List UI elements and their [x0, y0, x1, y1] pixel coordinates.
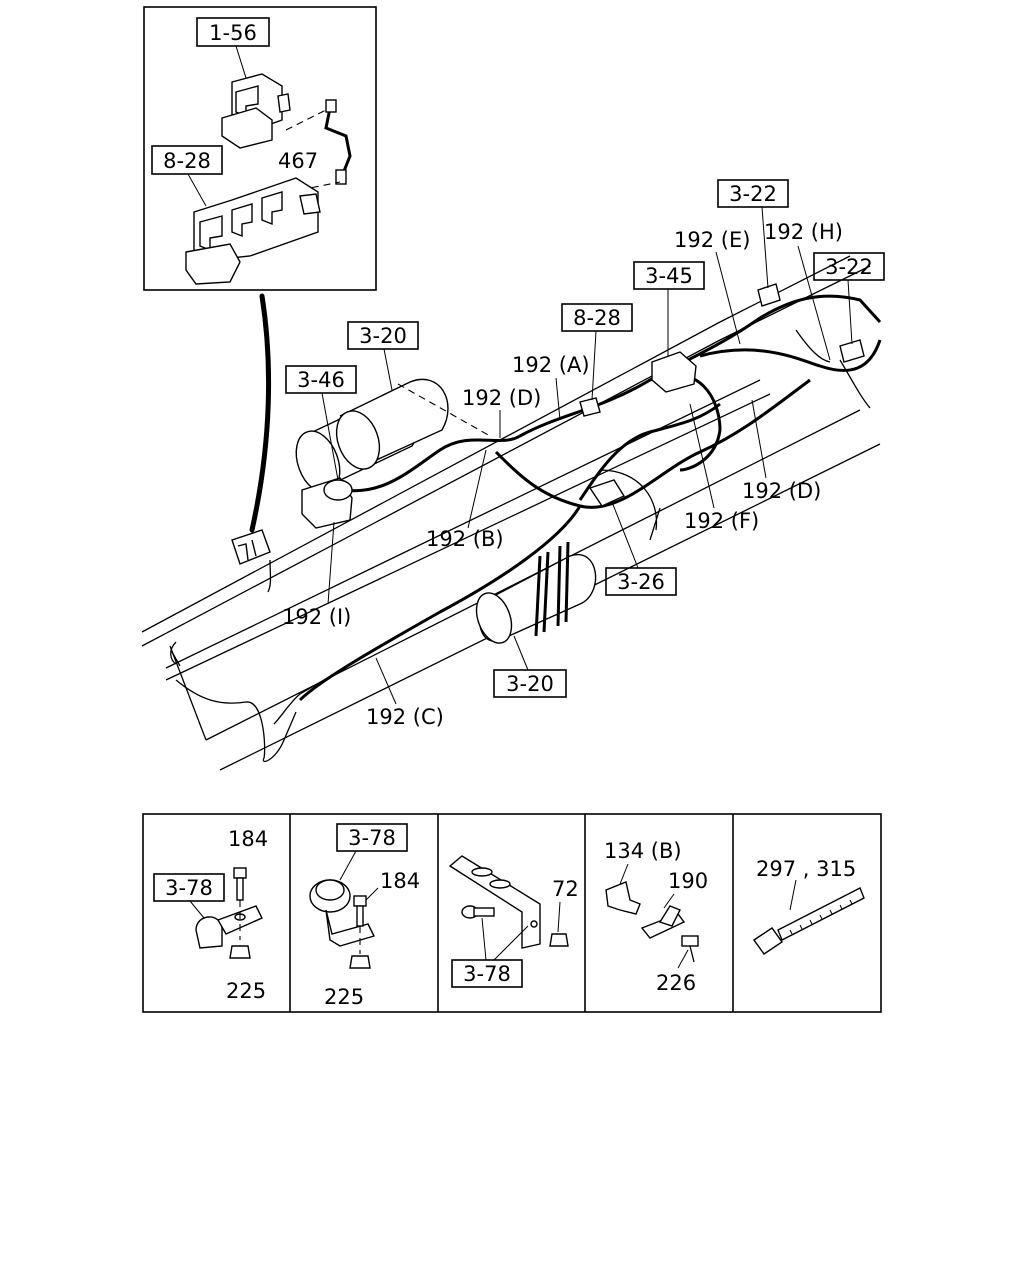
elbow-fitting-icon	[605, 881, 641, 915]
valve-triple-icon	[185, 177, 321, 285]
air-tank-lower	[475, 541, 597, 644]
label-192-i: 192 (I)	[282, 605, 351, 629]
ref-box-8-28-main[interactable]: 8-28	[561, 303, 633, 332]
clamp-icon	[195, 905, 263, 949]
ref-3-78-c-label: 3-78	[463, 962, 511, 986]
tee-fitting-icon	[640, 905, 686, 939]
bolt-3-78-c-icon	[461, 905, 495, 919]
valve-upper-icon	[221, 73, 291, 149]
label-192-d-top: 192 (D)	[462, 386, 541, 410]
label-184-a: 184	[228, 827, 268, 851]
valve-inset: 1-56 467 8-28	[143, 6, 377, 291]
ref-8-28-main-label: 8-28	[573, 306, 621, 330]
ref-box-3-20-bottom[interactable]: 3-20	[493, 669, 567, 698]
valve-3-46-icon	[301, 477, 353, 529]
ref-3-20-bottom-label: 3-20	[506, 672, 554, 696]
ref-3-45-label: 3-45	[645, 264, 693, 288]
ref-box-8-28-inset[interactable]: 8-28	[151, 145, 223, 175]
inset-leader	[249, 293, 272, 533]
ref-3-22-right-label: 3-22	[825, 255, 873, 279]
clip-8-28-icon	[579, 397, 601, 417]
parts-cell-3: 72 3-78	[448, 855, 579, 988]
ref-box-3-78-c[interactable]: 3-78	[451, 959, 523, 988]
ref-3-46-label: 3-46	[297, 368, 345, 392]
ref-box-3-45[interactable]: 3-45	[633, 261, 705, 290]
label-192-b: 192 (B)	[426, 527, 504, 551]
ref-3-26-label: 3-26	[617, 570, 665, 594]
parts-cell-2: 3-78 184 225	[309, 823, 420, 1009]
label-190: 190	[668, 869, 708, 893]
nut-225-a-icon	[229, 945, 251, 959]
inset-frame	[143, 6, 377, 291]
label-225-a: 225	[226, 979, 266, 1003]
bolt-184-a-icon	[233, 867, 247, 940]
slotted-bracket-icon	[448, 855, 541, 949]
valve-3-45-icon	[651, 351, 697, 393]
label-192-c: 192 (C)	[366, 705, 444, 729]
nut-225-b-icon	[349, 955, 371, 969]
ref-box-3-46[interactable]: 3-46	[285, 365, 357, 394]
ref-8-28-inset-label: 8-28	[163, 149, 211, 173]
ref-box-3-22-top[interactable]: 3-22	[717, 179, 789, 208]
label-192-d-right: 192 (D)	[742, 479, 821, 503]
label-192-h: 192 (H)	[764, 220, 843, 244]
label-134-b: 134 (B)	[604, 839, 682, 863]
label-72: 72	[552, 877, 579, 901]
nut-72-icon	[549, 933, 569, 947]
ref-3-78-a-label: 3-78	[165, 876, 213, 900]
pipe-467-icon	[324, 99, 352, 185]
parts-cell-1: 184 3-78 225	[153, 827, 268, 1003]
label-184-b: 184	[380, 869, 420, 893]
ref-box-3-20-top[interactable]: 3-20	[347, 321, 419, 350]
bolt-226-icon	[681, 935, 699, 963]
label-225-b: 225	[324, 985, 364, 1009]
label-467: 467	[278, 149, 318, 173]
pipe-clamp-icon	[309, 879, 376, 947]
bolt-184-b-icon	[353, 895, 367, 954]
harness-wiring	[170, 294, 882, 763]
label-226: 226	[656, 971, 696, 995]
clamp-3-22-top-icon	[757, 283, 781, 307]
cable-tie-icon	[753, 887, 865, 955]
label-192-f: 192 (F)	[684, 509, 759, 533]
ref-box-3-78-a[interactable]: 3-78	[153, 873, 225, 902]
ref-box-3-22-right[interactable]: 3-22	[813, 252, 885, 281]
ref-3-20-top-label: 3-20	[359, 324, 407, 348]
label-297-315: 297 , 315	[756, 857, 856, 881]
ref-box-1-56[interactable]: 1-56	[196, 17, 270, 47]
air-tanks-upper	[295, 378, 491, 494]
ref-box-3-26[interactable]: 3-26	[605, 567, 677, 596]
ref-1-56-label: 1-56	[209, 21, 257, 45]
clamp-3-22-right-icon	[839, 339, 865, 363]
label-192-e: 192 (E)	[674, 228, 750, 252]
ref-box-3-78-b[interactable]: 3-78	[336, 823, 408, 852]
label-192-a: 192 (A)	[512, 353, 590, 377]
ref-3-78-b-label: 3-78	[348, 826, 396, 850]
bracket-valve-icon	[231, 529, 271, 565]
parts-cell-4: 134 (B) 190 226	[604, 839, 708, 995]
parts-cell-5: 297 , 315	[753, 857, 865, 955]
parts-table	[142, 813, 882, 1013]
ref-3-22-top-label: 3-22	[729, 182, 777, 206]
connector-3-26-icon	[588, 479, 626, 507]
